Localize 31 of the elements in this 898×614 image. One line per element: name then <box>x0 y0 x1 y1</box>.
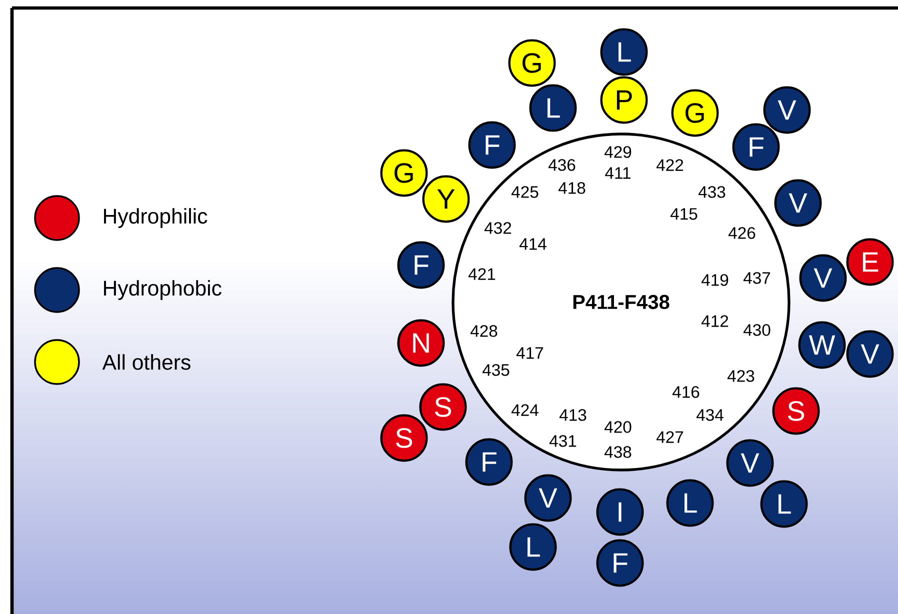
residue-number: 431 <box>549 435 576 447</box>
residue-number: 426 <box>728 227 756 239</box>
residue-number: 418 <box>558 182 586 194</box>
residue-number: 413 <box>559 409 586 421</box>
residue-number: 430 <box>743 324 770 336</box>
residue-number: 412 <box>701 315 728 327</box>
residue-number: 429 <box>604 146 632 158</box>
residue-number: 435 <box>482 364 510 376</box>
residue-number: 423 <box>727 370 754 382</box>
residue-number: 422 <box>656 159 684 171</box>
residue-number: 421 <box>468 268 496 280</box>
residue-number: 419 <box>701 274 728 286</box>
residue-number: 427 <box>656 431 684 443</box>
legend-label: Hydrophilic <box>104 208 208 228</box>
residue-number: 437 <box>743 272 770 284</box>
residue-number: 415 <box>670 208 698 220</box>
residue-number: 424 <box>511 404 538 416</box>
residue-number: 428 <box>470 325 498 337</box>
residue-number: 433 <box>698 186 726 198</box>
residue-number: 420 <box>604 421 632 433</box>
residue-number: 416 <box>672 386 700 398</box>
residue-number: 417 <box>516 347 544 359</box>
legend-label: Hydrophobic <box>104 280 222 300</box>
residue-number: 436 <box>548 159 576 171</box>
residue-number: 425 <box>511 186 538 198</box>
residue-number: 432 <box>484 222 512 234</box>
residue-number: 414 <box>519 238 546 250</box>
residue-number: 434 <box>696 409 724 421</box>
legend-label: All others <box>102 354 190 370</box>
residue-number: 438 <box>604 446 632 458</box>
residue-number: 411 <box>605 167 630 179</box>
